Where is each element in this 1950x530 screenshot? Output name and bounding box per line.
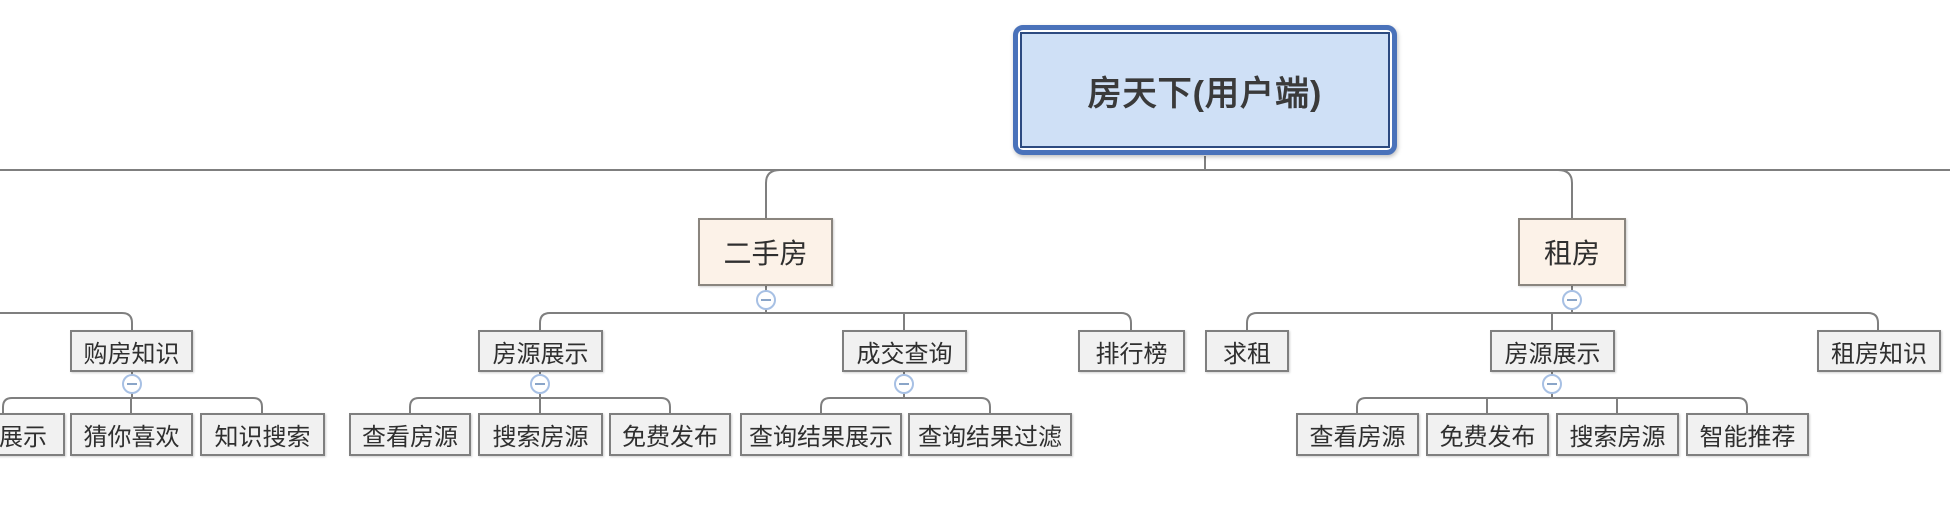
node-free-publish-rent[interactable]: 免费发布 — [1426, 413, 1549, 456]
node-label: 求租 — [1223, 340, 1271, 368]
connector-to-rent — [1557, 169, 1573, 218]
branch-rent[interactable]: 租房 — [1518, 218, 1626, 286]
collapse-icon-rent[interactable] — [1562, 290, 1582, 310]
node-query-result-display[interactable]: 查询结果展示 — [740, 413, 902, 456]
collapse-icon-listing-display-secondhand[interactable] — [530, 374, 550, 394]
node-knowledge-search[interactable]: 知识搜索 — [200, 413, 325, 456]
connector-dealquery-rail — [820, 397, 991, 413]
node-label: 租房 — [1543, 238, 1600, 269]
node-root-inner: 房天下(用户端) — [1020, 32, 1390, 148]
connector-buyknowledge-rail — [2, 397, 263, 413]
minus-icon — [127, 383, 137, 385]
node-smart-recommend[interactable]: 智能推荐 — [1686, 413, 1809, 456]
node-label: 查看房源 — [362, 424, 458, 451]
connector-secondhand-rail — [539, 312, 1132, 330]
node-label: 智能推荐 — [1699, 424, 1796, 451]
collapse-icon-buy-knowledge[interactable] — [122, 374, 142, 394]
node-search-listing-rent[interactable]: 搜索房源 — [1556, 413, 1679, 456]
node-label: 展示 — [0, 424, 47, 451]
node-deal-query[interactable]: 成交查询 — [842, 330, 967, 372]
connector-listingrent-rail — [1356, 397, 1748, 413]
node-label: 查看房源 — [1309, 424, 1406, 451]
node-label: 排行榜 — [1095, 340, 1168, 368]
node-free-publish-secondhand[interactable]: 免费发布 — [609, 413, 731, 456]
node-label: 免费发布 — [622, 424, 718, 451]
connector-rent-rail — [1246, 312, 1879, 330]
node-view-listing-rent[interactable]: 查看房源 — [1296, 413, 1419, 456]
node-view-listing-secondhand[interactable]: 查看房源 — [349, 413, 471, 456]
node-label: 二手房 — [723, 238, 808, 269]
node-listing-display-rent[interactable]: 房源展示 — [1490, 330, 1615, 372]
node-search-listing-secondhand[interactable]: 搜索房源 — [478, 413, 603, 456]
node-label: 知识搜索 — [214, 424, 311, 451]
branch-secondhand[interactable]: 二手房 — [698, 218, 833, 286]
node-label: 查询结果展示 — [749, 424, 893, 451]
node-label: 查询结果过滤 — [918, 424, 1062, 451]
node-buy-knowledge[interactable]: 购房知识 — [70, 330, 193, 372]
connector-offscreen-rail — [0, 312, 133, 330]
node-seek-rent[interactable]: 求租 — [1205, 330, 1289, 372]
connector-to-secondhand — [765, 169, 781, 218]
node-root[interactable]: 房天下(用户端) — [1013, 25, 1397, 155]
node-label: 房源展示 — [492, 340, 589, 368]
node-rent-knowledge[interactable]: 租房知识 — [1817, 330, 1941, 372]
node-label: 搜索房源 — [1569, 424, 1666, 451]
minus-icon — [535, 383, 545, 385]
node-listing-display-secondhand[interactable]: 房源展示 — [478, 330, 603, 372]
node-display-clipped[interactable]: 展示 — [0, 413, 65, 456]
collapse-icon-deal-query[interactable] — [894, 374, 914, 394]
node-query-result-filter[interactable]: 查询结果过滤 — [908, 413, 1072, 456]
node-guess-you-like[interactable]: 猜你喜欢 — [70, 413, 193, 456]
node-label: 猜你喜欢 — [83, 424, 180, 451]
node-label: 购房知识 — [83, 340, 180, 368]
minus-icon — [1547, 383, 1557, 385]
node-label: 成交查询 — [856, 340, 953, 368]
minus-icon — [1567, 299, 1577, 301]
node-label: 房天下(用户端) — [1087, 74, 1323, 113]
node-label: 搜索房源 — [492, 424, 589, 451]
node-ranking[interactable]: 排行榜 — [1078, 330, 1185, 372]
minus-icon — [761, 299, 771, 301]
node-label: 免费发布 — [1439, 424, 1536, 451]
node-label: 房源展示 — [1504, 340, 1601, 368]
minus-icon — [899, 383, 909, 385]
collapse-icon-secondhand[interactable] — [756, 290, 776, 310]
node-label: 租房知识 — [1831, 340, 1927, 368]
collapse-icon-listing-display-rent[interactable] — [1542, 374, 1562, 394]
